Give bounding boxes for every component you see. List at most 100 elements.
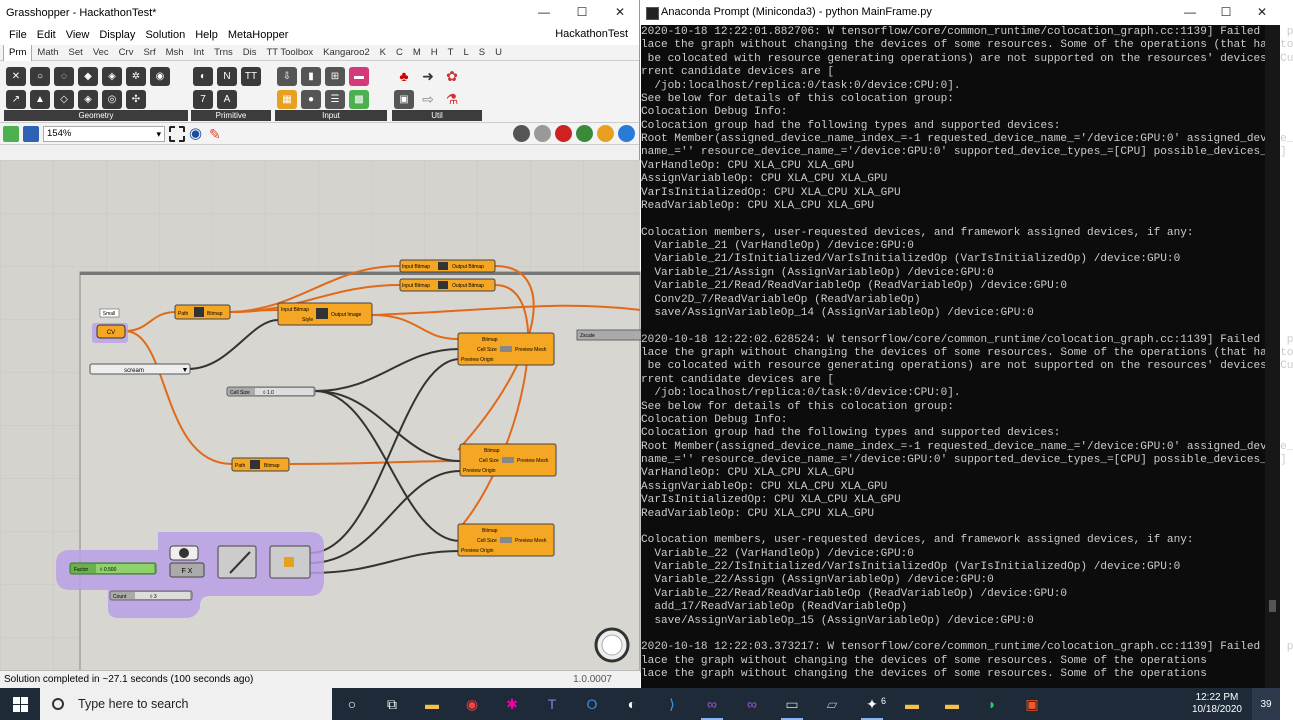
tab-srf[interactable]: Srf xyxy=(143,46,156,58)
sketch-icon[interactable]: ✎ xyxy=(209,125,221,142)
slider-icon[interactable]: ⊞ xyxy=(325,67,345,86)
console-scrollbar[interactable] xyxy=(1265,25,1280,688)
tab-crv[interactable]: Crv xyxy=(118,46,134,58)
minimize-button[interactable]: — xyxy=(538,5,550,19)
zoom-select[interactable]: 154% xyxy=(43,125,165,142)
import-icon[interactable]: ⇩ xyxy=(277,67,297,86)
stream-dropdown[interactable] xyxy=(89,363,191,375)
tab-u[interactable]: U xyxy=(495,46,502,58)
menu-help[interactable]: Help xyxy=(195,29,218,41)
visual-studio-icon[interactable]: ∞ xyxy=(692,688,732,720)
tab-dis[interactable]: Dis xyxy=(242,46,257,58)
tab-k[interactable]: K xyxy=(379,46,386,58)
box-icon[interactable]: ◆ xyxy=(78,67,98,86)
point-icon[interactable]: ✕ xyxy=(6,67,26,86)
tab-msh[interactable]: Msh xyxy=(165,46,184,58)
preview-mesh-icon[interactable] xyxy=(576,125,593,142)
boolean-icon[interactable]: ◐ xyxy=(193,67,213,86)
line-icon[interactable]: ▲ xyxy=(30,90,50,109)
folder-2-icon[interactable]: ▬ xyxy=(945,696,959,712)
powerpoint-icon[interactable]: ▣ xyxy=(1025,695,1039,712)
tab-kangaroo2[interactable]: Kangaroo2 xyxy=(323,46,370,58)
tab-vec[interactable]: Vec xyxy=(92,46,109,58)
list-icon[interactable]: ☰ xyxy=(325,90,345,109)
string-icon[interactable]: A xyxy=(217,90,237,109)
menu-display[interactable]: Display xyxy=(99,29,136,41)
close-button[interactable]: ✕ xyxy=(614,5,626,19)
flask-icon[interactable]: ⚗ xyxy=(445,91,459,107)
grasshopper-icon[interactable]: ✦6 xyxy=(852,688,892,720)
cluster-icon[interactable]: ✿ xyxy=(446,68,458,84)
graph-mapper[interactable] xyxy=(217,545,257,579)
button-icon[interactable]: ● xyxy=(301,90,321,109)
menu-file[interactable]: File xyxy=(9,29,27,41)
slack-icon[interactable]: ✱ xyxy=(506,695,518,712)
geometry-icon[interactable]: ◎ xyxy=(102,90,122,109)
clock[interactable]: 12:22 PM 10/18/2020 xyxy=(1192,692,1242,716)
teams-icon[interactable]: T xyxy=(547,696,557,712)
panel-icon[interactable]: ▮ xyxy=(301,67,321,86)
eye-icon[interactable]: ◉ xyxy=(189,124,203,142)
zoom-extents-icon[interactable] xyxy=(169,125,185,142)
preview-quality-icon[interactable] xyxy=(597,125,614,142)
matrix-icon[interactable]: ▩ xyxy=(349,90,369,109)
vector-icon[interactable]: ◈ xyxy=(78,90,98,109)
arrow-out-icon[interactable]: ⇨ xyxy=(422,91,434,107)
tab-set[interactable]: Set xyxy=(68,46,83,58)
tab-int[interactable]: Int xyxy=(193,46,205,58)
anaconda-close-button[interactable]: ✕ xyxy=(1256,5,1268,19)
text-icon[interactable]: TT xyxy=(241,67,261,86)
graph-icon[interactable]: ▦ xyxy=(277,90,297,109)
console-output[interactable]: 2020-10-18 12:22:01.882706: W tensorflow… xyxy=(641,25,1293,688)
field-icon[interactable]: ✣ xyxy=(126,90,146,109)
circle-icon[interactable]: ○ xyxy=(30,67,50,86)
integer-icon[interactable]: N xyxy=(217,67,237,86)
menu-edit[interactable]: Edit xyxy=(36,29,56,41)
tab-m[interactable]: M xyxy=(412,46,421,58)
data-recorder-icon[interactable]: ▣ xyxy=(394,90,414,109)
task-view-icon[interactable]: ⧉ xyxy=(387,695,397,712)
vscode-icon[interactable]: ⟩ xyxy=(669,695,675,712)
gh-canvas[interactable]: Small CV scream ▼ Path Bitmap Input Bitm… xyxy=(0,160,643,673)
maximize-button[interactable]: ☐ xyxy=(576,5,588,19)
tab-c[interactable]: C xyxy=(395,46,403,58)
chrome-icon[interactable]: ◉ xyxy=(465,695,479,712)
preview-shaded-icon[interactable] xyxy=(534,125,551,142)
tab-trns[interactable]: Trns xyxy=(214,46,233,58)
outlook-icon[interactable]: O xyxy=(586,696,598,712)
start-button[interactable] xyxy=(0,688,40,720)
anaconda-maximize-button[interactable]: ☐ xyxy=(1220,5,1232,19)
preview-wire-icon[interactable] xyxy=(513,125,530,142)
brep-icon[interactable]: ◈ xyxy=(102,67,122,86)
menu-metahopper[interactable]: MetaHopper xyxy=(227,29,289,41)
taskbar-search[interactable]: Type here to search xyxy=(40,688,332,720)
arrow-right-icon[interactable]: ➜ xyxy=(422,68,434,84)
plane-icon[interactable]: ◇ xyxy=(54,90,74,109)
tab-h[interactable]: H xyxy=(430,46,438,58)
tab-t[interactable]: T xyxy=(447,46,454,58)
tab-l[interactable]: L xyxy=(463,46,469,58)
rhino-icon[interactable]: ◗ xyxy=(987,696,997,712)
curve-icon[interactable]: ↗ xyxy=(6,90,26,109)
tab-prm[interactable]: Prm xyxy=(3,44,33,61)
path-bitmap-2[interactable] xyxy=(231,457,290,472)
terminal-icon[interactable]: ▭ xyxy=(772,688,812,720)
file-explorer-icon[interactable]: ▬ xyxy=(425,696,439,712)
arc-icon[interactable]: ◌ xyxy=(54,67,74,86)
gradient-icon[interactable]: ▬ xyxy=(349,67,369,86)
tab-tt-toolbox[interactable]: TT Toolbox xyxy=(266,46,314,58)
github-icon[interactable]: ◐ xyxy=(627,696,637,712)
folder-icon[interactable]: ▬ xyxy=(905,696,919,712)
tab-math[interactable]: Math xyxy=(37,46,59,58)
cherries-icon[interactable]: ♣ xyxy=(399,68,409,84)
surface-icon[interactable]: ◉ xyxy=(150,67,170,86)
preview-selected-icon[interactable] xyxy=(555,125,572,142)
scroll-thumb[interactable] xyxy=(1269,600,1276,612)
mesh-icon[interactable]: ✲ xyxy=(126,67,146,86)
preview-mesh-3[interactable]: Bitmap Cell Size Preview Origin Preview … xyxy=(457,523,555,557)
anaconda-minimize-button[interactable]: — xyxy=(1184,5,1196,19)
visual-studio-2-icon[interactable]: ∞ xyxy=(747,696,757,712)
preview-globe-icon[interactable] xyxy=(618,125,635,142)
notepad-icon[interactable]: ▱ xyxy=(826,695,838,712)
menu-view[interactable]: View xyxy=(65,29,90,41)
